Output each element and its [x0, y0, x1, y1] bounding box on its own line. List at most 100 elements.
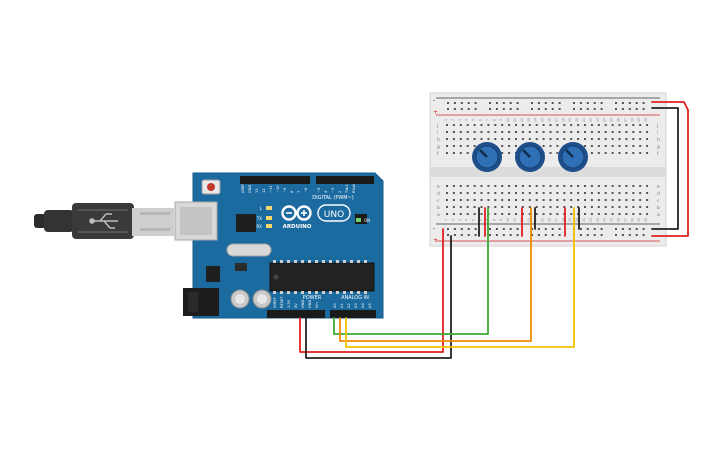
breadboard-hole[interactable]	[480, 192, 483, 194]
rail-hole[interactable]	[509, 102, 512, 104]
breadboard-hole[interactable]	[446, 192, 448, 194]
rail-hole[interactable]	[544, 228, 547, 230]
breadboard-hole[interactable]	[646, 145, 649, 147]
breadboard-hole[interactable]	[584, 213, 586, 215]
rail-hole[interactable]	[600, 102, 603, 104]
breadboard-hole[interactable]	[604, 199, 607, 201]
breadboard-hole[interactable]	[632, 192, 635, 194]
rail-hole[interactable]	[586, 234, 589, 236]
breadboard-hole[interactable]	[508, 192, 511, 194]
breadboard-hole[interactable]	[542, 185, 545, 187]
breadboard-hole[interactable]	[639, 206, 642, 208]
breadboard-hole[interactable]	[528, 206, 531, 208]
breadboard-hole[interactable]	[528, 138, 531, 140]
breadboard-hole[interactable]	[611, 131, 614, 133]
breadboard-hole[interactable]	[625, 152, 628, 154]
rail-hole[interactable]	[642, 108, 645, 110]
rail-hole[interactable]	[453, 102, 456, 104]
breadboard-hole[interactable]	[590, 145, 593, 147]
breadboard-hole[interactable]	[466, 124, 469, 126]
breadboard-hole[interactable]	[446, 206, 448, 208]
breadboard-hole[interactable]	[466, 131, 469, 133]
rail-hole[interactable]	[628, 234, 631, 236]
breadboard-hole[interactable]	[563, 138, 566, 140]
rail-hole[interactable]	[467, 234, 470, 236]
breadboard-hole[interactable]	[611, 213, 614, 215]
breadboard-hole[interactable]	[639, 192, 642, 194]
breadboard-hole[interactable]	[508, 145, 511, 147]
breadboard-hole[interactable]	[597, 138, 600, 140]
breadboard-hole[interactable]	[508, 124, 511, 126]
breadboard-hole[interactable]	[528, 192, 531, 194]
breadboard-hole[interactable]	[466, 206, 469, 208]
rail-hole[interactable]	[495, 228, 498, 230]
rail-hole[interactable]	[474, 108, 477, 110]
rail-hole[interactable]	[453, 108, 456, 110]
breadboard-hole[interactable]	[604, 131, 607, 133]
breadboard-hole[interactable]	[528, 185, 531, 187]
breadboard-hole[interactable]	[632, 185, 635, 187]
breadboard-hole[interactable]	[611, 192, 614, 194]
breadboard-hole[interactable]	[508, 206, 511, 208]
rail-hole[interactable]	[586, 102, 589, 104]
breadboard-hole[interactable]	[473, 131, 476, 133]
breadboard-hole[interactable]	[597, 131, 600, 133]
breadboard-hole[interactable]	[480, 206, 483, 208]
breadboard-hole[interactable]	[459, 145, 462, 147]
breadboard-hole[interactable]	[466, 192, 469, 194]
rail-hole[interactable]	[586, 108, 589, 110]
digital-header-right[interactable]	[316, 176, 374, 184]
breadboard-hole[interactable]	[590, 124, 593, 126]
breadboard-hole[interactable]	[646, 152, 649, 154]
analog-header[interactable]	[330, 310, 376, 318]
rail-hole[interactable]	[489, 228, 491, 230]
rail-hole[interactable]	[516, 102, 519, 104]
rail-hole[interactable]	[489, 234, 491, 236]
breadboard-hole[interactable]	[618, 206, 621, 208]
breadboard-hole[interactable]	[563, 199, 566, 201]
breadboard-hole[interactable]	[590, 152, 593, 154]
rail-hole[interactable]	[467, 228, 470, 230]
breadboard-hole[interactable]	[515, 145, 517, 147]
breadboard-hole[interactable]	[556, 213, 559, 215]
breadboard-hole[interactable]	[570, 199, 573, 201]
rail-hole[interactable]	[453, 228, 456, 230]
breadboard-hole[interactable]	[446, 138, 448, 140]
rail-hole[interactable]	[558, 228, 561, 230]
breadboard-hole[interactable]	[521, 213, 524, 215]
rail-hole[interactable]	[593, 234, 596, 236]
breadboard-hole[interactable]	[459, 199, 462, 201]
breadboard-hole[interactable]	[542, 213, 545, 215]
rail-hole[interactable]	[474, 228, 477, 230]
breadboard-hole[interactable]	[528, 213, 531, 215]
breadboard-hole[interactable]	[625, 131, 628, 133]
breadboard-hole[interactable]	[508, 199, 511, 201]
breadboard-hole[interactable]	[632, 152, 635, 154]
breadboard-hole[interactable]	[597, 145, 600, 147]
breadboard-hole[interactable]	[618, 213, 621, 215]
wire-gnd[interactable]	[305, 235, 452, 359]
breadboard-hole[interactable]	[618, 199, 621, 201]
breadboard-hole[interactable]	[487, 199, 490, 201]
breadboard-hole[interactable]	[563, 124, 566, 126]
breadboard-hole[interactable]	[556, 138, 559, 140]
breadboard-hole[interactable]	[570, 206, 573, 208]
rail-hole[interactable]	[460, 234, 463, 236]
breadboard-hole[interactable]	[549, 213, 552, 215]
rail-hole[interactable]	[460, 108, 463, 110]
breadboard-hole[interactable]	[604, 185, 607, 187]
breadboard-hole[interactable]	[632, 199, 635, 201]
breadboard-hole[interactable]	[487, 185, 490, 187]
breadboard-hole[interactable]	[577, 206, 580, 208]
rail-hole[interactable]	[502, 108, 505, 110]
breadboard-hole[interactable]	[494, 138, 497, 140]
breadboard-hole[interactable]	[597, 192, 600, 194]
breadboard-hole[interactable]	[625, 199, 628, 201]
rail-hole[interactable]	[593, 228, 596, 230]
breadboard-hole[interactable]	[563, 192, 566, 194]
breadboard[interactable]	[429, 92, 667, 247]
breadboard-hole[interactable]	[584, 185, 586, 187]
breadboard-hole[interactable]	[494, 213, 497, 215]
breadboard-hole[interactable]	[570, 213, 573, 215]
breadboard-hole[interactable]	[604, 124, 607, 126]
